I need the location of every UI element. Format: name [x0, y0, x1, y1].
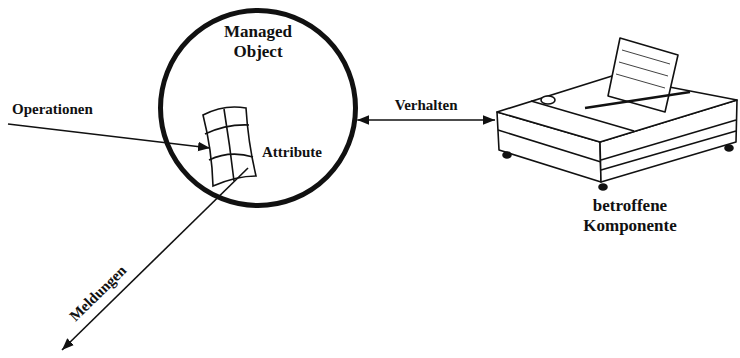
grid-line: [209, 154, 253, 160]
grid-outline: [203, 107, 256, 186]
printer-front-seam: [601, 120, 736, 160]
component-area: betroffene Komponente: [495, 14, 738, 254]
arrow-line: [8, 124, 210, 148]
behaviour-connector: [357, 119, 495, 121]
printer-front-seam: [601, 131, 736, 170]
component-label: betroffene Komponente: [560, 196, 700, 235]
managed-object-circle: Attribute Managed Object: [158, 8, 358, 208]
grid-line: [224, 109, 234, 181]
attribute-grid: [203, 107, 256, 186]
circle-border: [161, 11, 356, 206]
operation-arrow: [8, 124, 210, 148]
grid-line: [205, 125, 249, 134]
attribute-area: Attribute: [200, 106, 340, 176]
printer-platen: [585, 92, 690, 108]
printer-paper: [608, 38, 678, 112]
printer-lid-seam: [531, 101, 634, 131]
printer-knob: [541, 96, 555, 104]
paper-lines: [616, 50, 670, 88]
printer-foot: [725, 145, 733, 151]
object-title: Managed Object: [213, 22, 303, 61]
printer-side-seam: [498, 130, 601, 162]
printer-foot: [503, 152, 511, 158]
operations-label: Operationen: [12, 101, 93, 118]
attribute-label: Attribute: [262, 144, 322, 161]
printer-illustration: [497, 38, 737, 190]
connector-label: Verhalten: [393, 97, 460, 114]
printer-foot: [599, 184, 607, 190]
